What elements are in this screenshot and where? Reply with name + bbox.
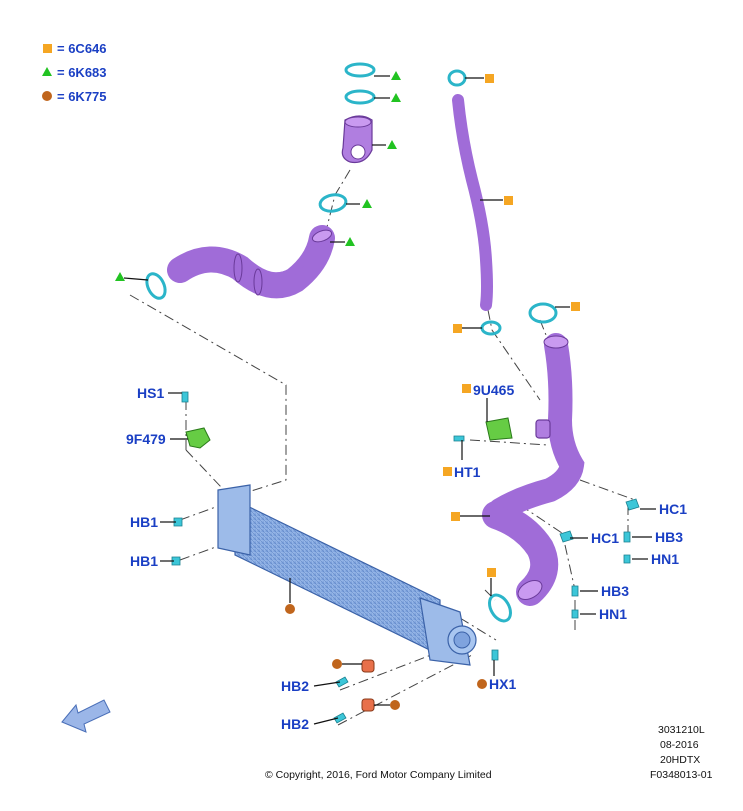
legend-label-6k683: = 6K683 [57,65,107,80]
legend-square-icon [43,44,52,53]
diagram-model: 20HDTX [660,754,700,766]
charge-air-hose-left [167,225,335,299]
diagram-code: 3031210L [658,724,705,736]
clamp-top-1 [344,62,376,78]
label-hb2-b: HB2 [281,716,309,732]
bushing-b [361,698,375,712]
legend: = 6C646 = 6K683 = 6K775 [42,41,107,104]
label-9u465: 9U465 [473,382,514,398]
right-thin-hose [447,69,502,336]
label-hn1-a: HN1 [651,551,679,567]
hs1-bolt [181,391,189,403]
legend-circle-icon [42,91,52,101]
sensor-9f479 [185,427,211,449]
hb2-bolt-b [333,712,347,724]
clamp-middle [318,193,348,213]
intercooler-core [234,499,441,656]
label-hx1: HX1 [489,676,516,692]
square-icon [443,74,580,596]
hb1-bolt-a [173,517,183,527]
large-hose-lower [482,501,559,606]
clamp-left [145,272,167,300]
ht1-bolt [453,435,465,442]
triangle-icon [115,71,401,281]
legend-triangle-icon [42,67,52,76]
clamp-thin-top [447,69,467,87]
circle-icon [285,578,487,710]
diagram-ref: F0348013-01 [650,769,713,781]
intercooler-tank-left [217,484,251,556]
hc1-clip-a [625,498,640,511]
hn1-nut-a [623,554,631,564]
hb1-bolt-b [171,556,181,566]
label-hn1-b: HN1 [599,606,627,622]
hb2-bolt-a [335,676,349,688]
fittings [171,391,640,724]
legend-label-6c646: = 6C646 [57,41,107,56]
hc1-clip-b [559,530,574,543]
label-hb3-a: HB3 [655,529,683,545]
label-ht1: HT1 [454,464,481,480]
copyright-text: © Copyright, 2016, Ford Motor Company Li… [265,769,492,781]
label-hb1-b: HB1 [130,553,158,569]
label-hs1: HS1 [137,385,164,401]
front-arrow-icon [61,699,111,733]
clamp-top-2 [344,89,376,105]
callout-labels: HS1 9F479 HB1 HB1 HB2 HB2 9U465 HT1 HC1 … [126,382,687,732]
right-large-hose [482,302,585,623]
legend-label-6k775: = 6K775 [57,89,107,104]
hn1-nut-b [571,609,579,619]
thin-hose [452,94,493,311]
hb3-bolt-a [623,531,631,543]
intercooler [217,484,477,666]
markers [115,71,580,710]
hb3-bolt-b [571,585,579,597]
clamp-large-top [528,302,558,324]
leader-lines [160,392,656,725]
hx1-bolt [491,649,499,661]
clamp-large-bottom [488,593,512,623]
label-hb3-b: HB3 [601,583,629,599]
label-hb1-a: HB1 [130,514,158,530]
large-hose-upper [488,333,585,522]
label-hc1-a: HC1 [659,501,687,517]
label-9f479: 9F479 [126,431,166,447]
upper-left-hose-assembly [145,62,376,300]
footer: © Copyright, 2016, Ford Motor Company Li… [265,724,713,781]
diagram-date: 08-2016 [660,739,699,751]
label-hb2-a: HB2 [281,678,309,694]
label-hc1-b: HC1 [591,530,619,546]
sensor-9u465 [485,417,513,441]
bushing-a [361,659,375,673]
